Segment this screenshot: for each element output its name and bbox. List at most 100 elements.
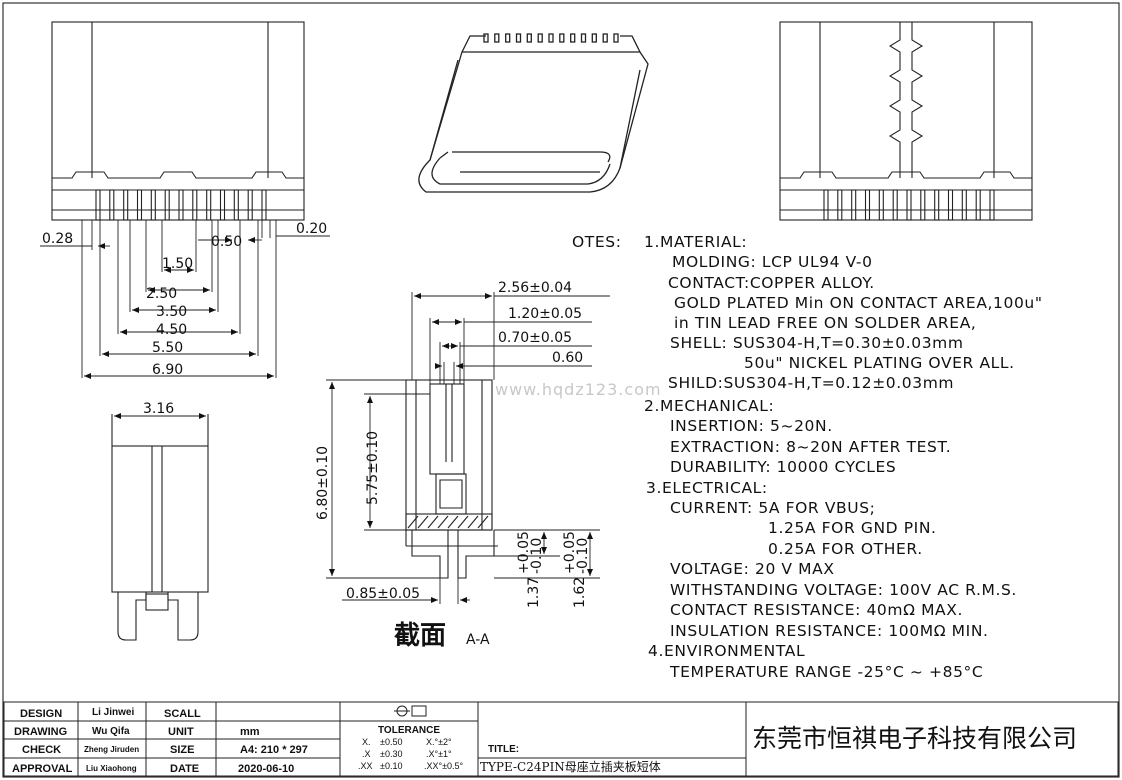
rear-pin — [878, 189, 884, 221]
note-line: 3.ELECTRICAL: — [646, 479, 768, 497]
dim-070: 0.70±0.05 — [498, 330, 572, 346]
dim-137-tol-dn: -0.10 — [529, 538, 545, 574]
iso-pin — [483, 33, 489, 43]
tb-label: CHECK — [22, 744, 61, 756]
note-line: CONTACT RESISTANCE: 40mΩ MAX. — [670, 601, 963, 619]
notes: OTES: 1.MATERIAL: MOLDING: LCP UL94 V-0 … — [572, 233, 1043, 681]
rear-pin — [823, 189, 829, 221]
hatch-line — [417, 515, 429, 529]
rear-pin — [920, 189, 926, 221]
tol-a: X. — [362, 737, 371, 747]
tol-a: .X — [362, 749, 371, 759]
front-pin — [247, 189, 253, 221]
note-line: GOLD PLATED Min ON CONTACT AREA,100u" — [674, 294, 1043, 312]
note-line: CURRENT: 5A FOR VBUS; — [670, 499, 875, 517]
dim-690: 6.90 — [152, 362, 183, 378]
tol-c: .XX°±0.5° — [424, 761, 464, 771]
rear-pin — [892, 189, 898, 221]
note-line: INSULATION RESISTANCE: 100MΩ MIN. — [670, 622, 989, 640]
rear-pin — [851, 189, 857, 221]
notes-prefix: OTES: — [572, 233, 622, 251]
dim-137: 1.37 — [526, 577, 542, 608]
note-line: SHELL: SUS304-H,T=0.30±0.03mm — [670, 334, 964, 352]
dim-162-tol-up: +0.05 — [562, 531, 578, 574]
rear-view — [779, 21, 1033, 221]
tb-name: Liu Xiaohong — [86, 764, 137, 773]
isometric-view — [418, 33, 649, 193]
section-dimensions — [326, 292, 610, 604]
front-pin — [219, 189, 226, 221]
dim-680: 6.80±0.10 — [315, 446, 331, 520]
rear-pin — [947, 189, 954, 221]
hatch-line — [407, 515, 419, 529]
note-line: MOLDING: LCP UL94 V-0 — [672, 253, 873, 271]
tb-name: Wu Qifa — [92, 726, 130, 737]
note-line: 2.MECHANICAL: — [644, 397, 774, 415]
company-name: 东莞市恒祺电子科技有限公司 — [752, 724, 1077, 753]
note-line: INSERTION: 5~20N. — [670, 417, 833, 435]
iso-pin — [505, 33, 511, 43]
tol-b: ±0.50 — [380, 737, 402, 747]
dim-050: 0.50 — [211, 234, 242, 250]
iso-pin — [526, 33, 532, 43]
dim-162: 1.62 — [572, 577, 588, 608]
note-line: CONTACT:COPPER ALLOY. — [668, 274, 875, 292]
tb-label: DRAWING — [14, 726, 67, 738]
dim-575: 5.75±0.10 — [365, 431, 381, 505]
note-line: in TIN LEAD FREE ON SOLDER AREA, — [674, 314, 976, 332]
note-line: 1.25A FOR GND PIN. — [768, 519, 937, 537]
note-line: 50u" NICKEL PLATING OVER ALL. — [744, 354, 1015, 372]
dim-137-tol-up: +0.05 — [516, 531, 532, 574]
note-line: 4.ENVIRONMENTAL — [648, 642, 805, 660]
dim-350: 3.50 — [156, 304, 187, 320]
title-block-text: DESIGN Li Jinwei SCALL DRAWING Wu Qifa U… — [12, 707, 1077, 775]
iso-pin — [613, 33, 619, 43]
tol-b: ±0.10 — [380, 761, 402, 771]
dim-028: 0.28 — [42, 231, 73, 247]
front-pin — [164, 189, 170, 221]
hatch-line — [427, 515, 439, 529]
tb-value: 2020-06-10 — [238, 763, 294, 775]
tolerance-title: TOLERANCE — [378, 725, 440, 736]
iso-pin — [591, 33, 597, 43]
dim-250: 2.50 — [146, 286, 177, 302]
side-view — [111, 413, 209, 641]
section-label-cn: 截面 — [394, 621, 446, 651]
note-line: VOLTAGE: 20 V MAX — [670, 560, 835, 578]
tb-label: APPROVAL — [12, 763, 73, 775]
tb-key: DATE — [170, 763, 199, 775]
front-pin — [233, 189, 239, 221]
dim-060: 0.60 — [552, 350, 583, 366]
front-pin — [150, 189, 156, 221]
tb-key: SCALL — [164, 708, 201, 720]
dim-120: 1.20±0.05 — [508, 306, 582, 322]
tol-c: .X°±1° — [426, 749, 452, 759]
rear-pin — [934, 189, 940, 221]
tol-b: ±0.30 — [380, 749, 402, 759]
iso-pin — [580, 33, 587, 43]
front-pin — [206, 189, 212, 221]
watermark: www.hqdz123.com — [495, 380, 662, 399]
iso-pin — [570, 33, 576, 43]
note-line: WITHSTANDING VOLTAGE: 100V AC R.M.S. — [670, 581, 1017, 599]
tb-key: UNIT — [168, 726, 194, 738]
note-line: SHILD:SUS304-H,T=0.12±0.03mm — [668, 374, 954, 392]
hatch-line — [477, 515, 489, 529]
rear-pin — [864, 189, 871, 221]
tb-name: Li Jinwei — [92, 707, 134, 718]
dim-550: 5.50 — [152, 340, 183, 356]
hatch-line — [447, 515, 459, 529]
note-line: TEMPERATURE RANGE -25°C ~ +85°C — [669, 663, 983, 681]
hatch-line — [457, 515, 469, 529]
note-line: 0.25A FOR OTHER. — [768, 540, 923, 558]
front-pin — [178, 189, 184, 221]
tol-c: X.°±2° — [426, 737, 452, 747]
iso-pin — [515, 33, 522, 43]
section-label-ref: A-A — [466, 632, 490, 648]
hatch-line — [467, 515, 479, 529]
tb-value: mm — [240, 726, 260, 738]
note-line: EXTRACTION: 8~20N AFTER TEST. — [670, 438, 951, 456]
front-pin — [261, 189, 267, 221]
